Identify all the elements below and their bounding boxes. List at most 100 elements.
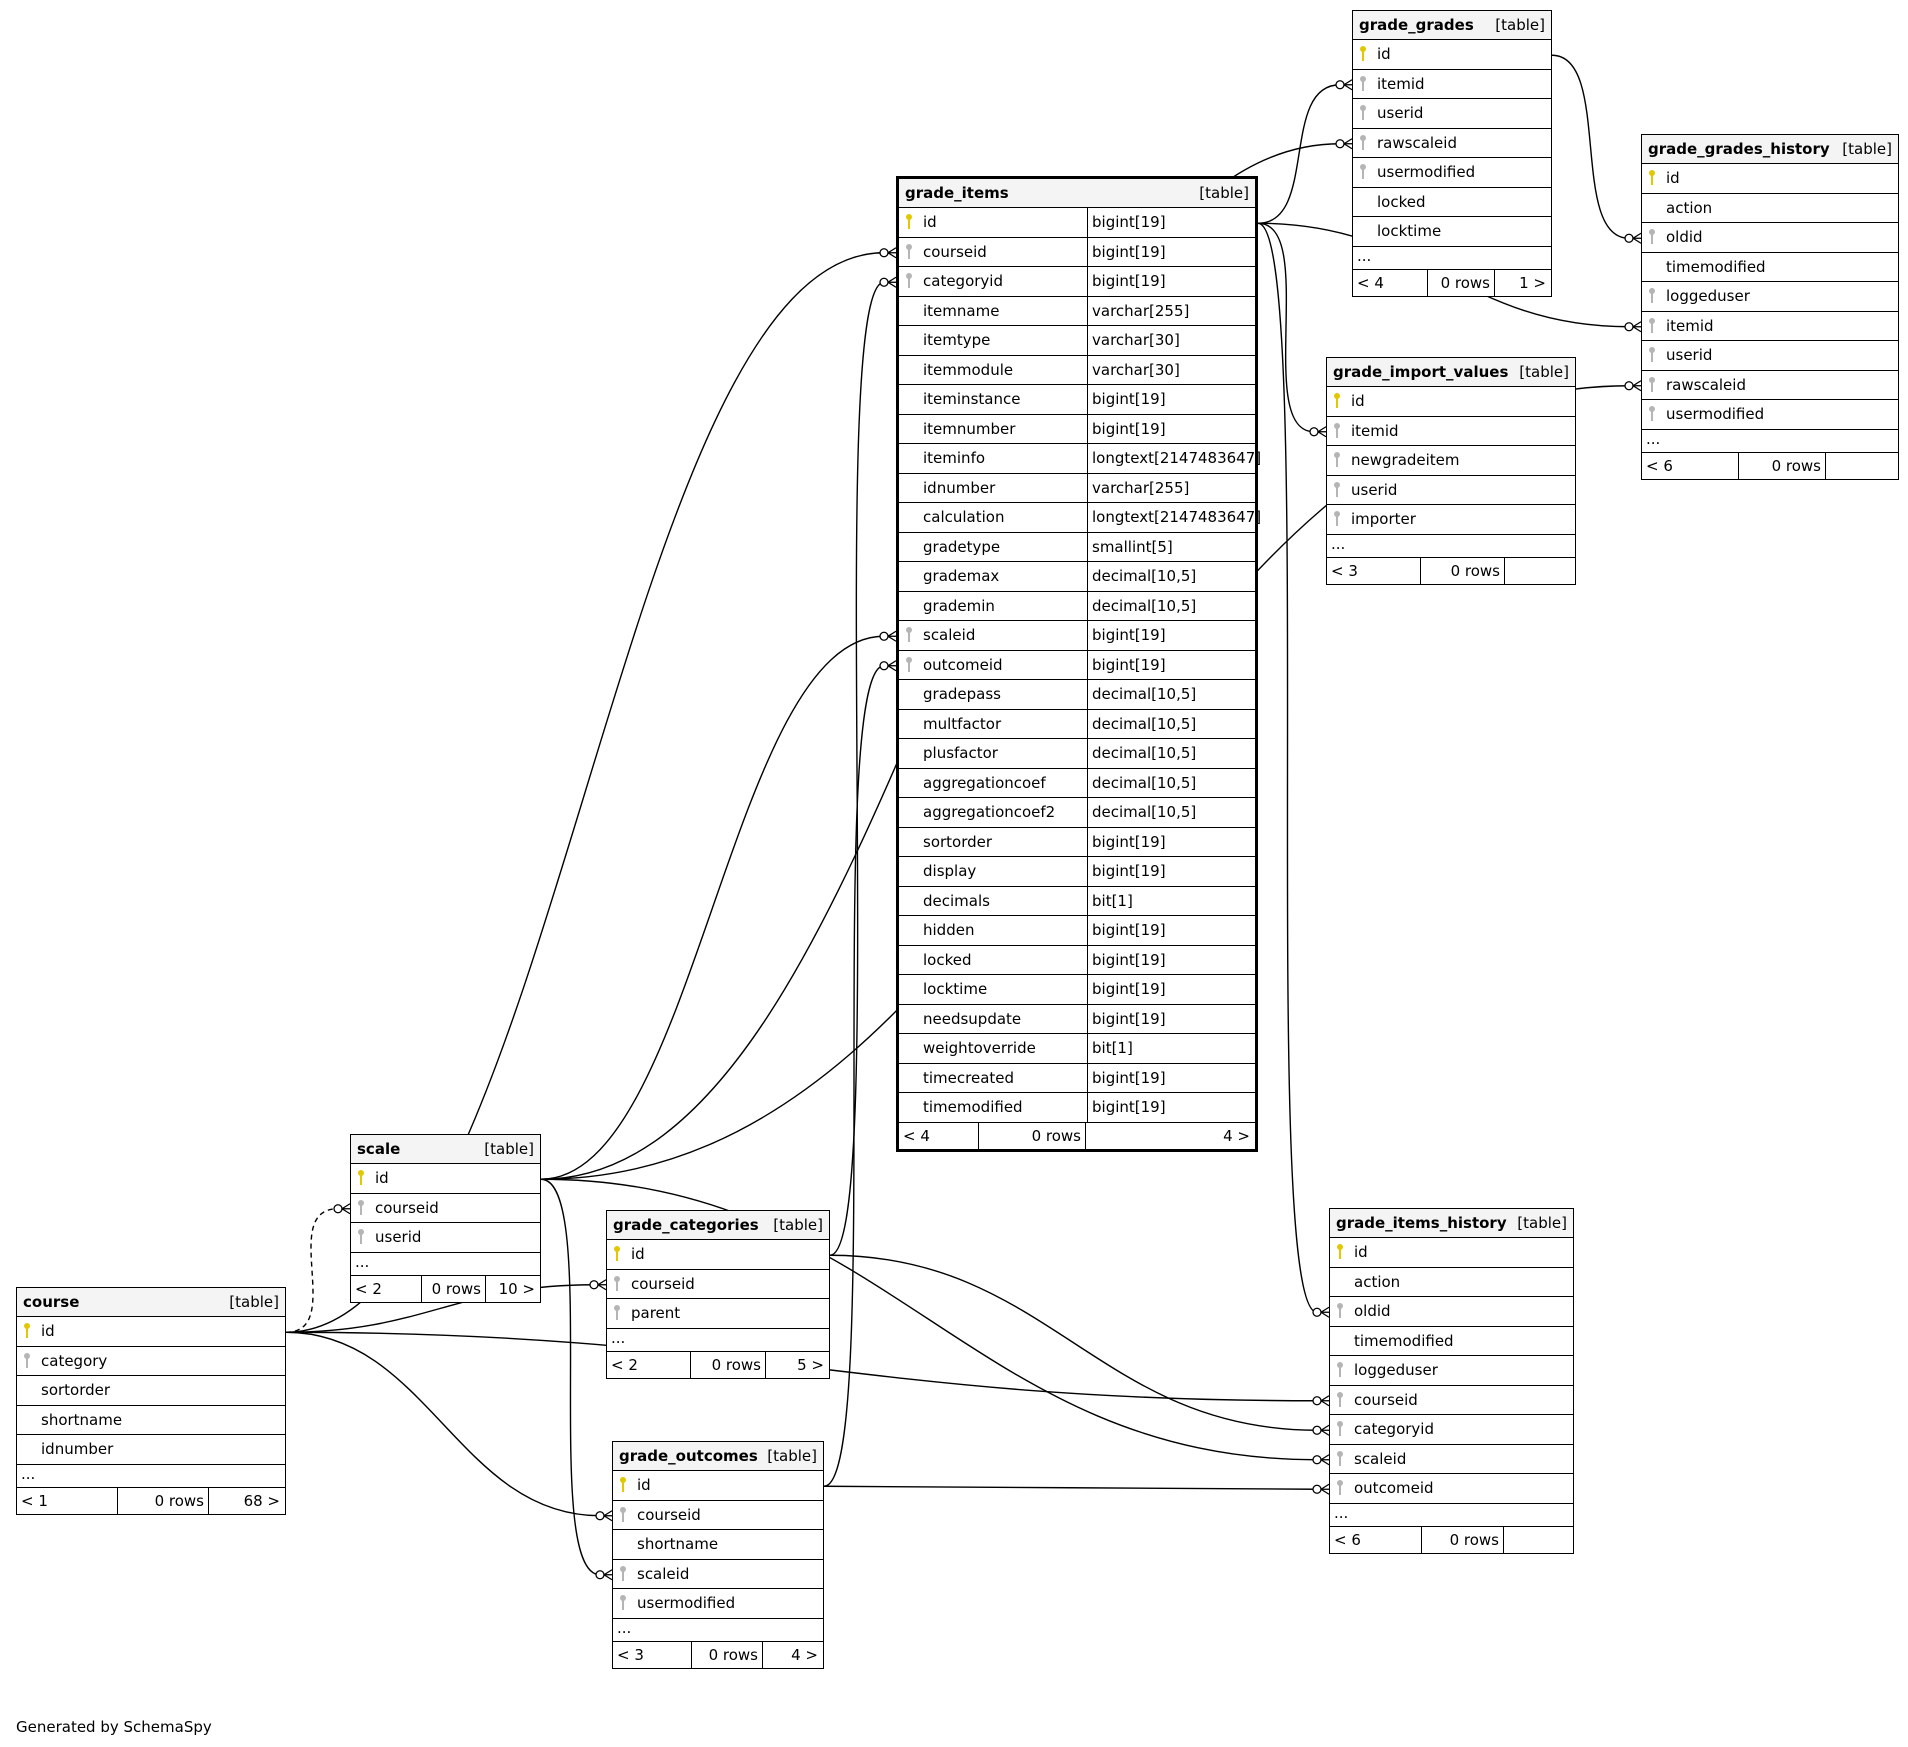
parents-count[interactable]: < 2 [351,1275,422,1302]
children-count[interactable]: 4 > [1223,1126,1250,1145]
parents-count[interactable]: < 6 [1330,1526,1422,1553]
column-row-oldid[interactable]: oldid [1642,223,1898,253]
column-row-itemid[interactable]: itemid [1642,312,1898,341]
table-name[interactable]: grade_categories [613,1216,759,1234]
children-count[interactable]: 68 > [243,1491,280,1510]
column-row-outcomeid[interactable]: outcomeid [1330,1474,1573,1504]
column-row-importer[interactable]: importer [1327,505,1575,535]
column-row-shortname[interactable]: shortname [613,1530,823,1560]
column-row-parent[interactable]: parent [607,1299,829,1329]
column-row-scaleid[interactable]: scaleid [613,1560,823,1589]
column-row-idnumber[interactable]: idnumber [17,1435,285,1465]
column-row-itemid[interactable]: itemid [1327,417,1575,446]
children-count[interactable]: 5 > [797,1355,824,1374]
column-row-locktime[interactable]: locktime [1353,217,1551,247]
column-row-scaleid[interactable]: scaleid [1330,1445,1573,1474]
parents-count[interactable]: < 4 [1353,269,1428,296]
children-count[interactable]: 1 > [1519,273,1546,292]
table-name[interactable]: grade_outcomes [619,1447,758,1465]
column-row-courseid[interactable]: courseid [1330,1386,1573,1415]
column-row-loggeduser[interactable]: loggeduser [1642,282,1898,312]
column-row-id[interactable]: id [1327,387,1575,417]
column-row-usermodified[interactable]: usermodified [1353,158,1551,188]
column-row-usermodified[interactable]: usermodified [1642,400,1898,430]
column-row-categoryid[interactable]: categoryid [1330,1415,1573,1445]
column-row-oldid[interactable]: oldid [1330,1297,1573,1327]
column-row-rawscaleid[interactable]: rawscaleid [1642,371,1898,400]
parents-count[interactable]: < 4 [899,1122,979,1149]
children-count[interactable]: 4 > [791,1645,818,1664]
children-count[interactable] [1504,1527,1572,1553]
table-name[interactable]: course [23,1293,80,1311]
column-row-courseid[interactable]: courseid [351,1194,540,1223]
table-name[interactable]: grade_import_values [1333,363,1509,381]
column-row-userid[interactable]: userid [1327,476,1575,505]
children-count[interactable] [1826,453,1897,479]
column-row-locked[interactable]: locked [1353,188,1551,217]
column-row-courseid[interactable]: courseid [607,1270,829,1299]
parents-count[interactable]: < 6 [1642,452,1739,479]
column-row-shortname[interactable]: shortname [17,1406,285,1435]
column-row-courseid[interactable]: courseid [613,1501,823,1530]
column-row-timemodified[interactable]: timemodified [1642,253,1898,282]
table-name[interactable]: scale [357,1140,401,1158]
table-name[interactable]: grade_grades_history [1648,140,1830,158]
column-row-sortorder[interactable]: sortorder [17,1376,285,1406]
table-name[interactable]: grade_grades [1359,16,1474,34]
column-row-id[interactable]: id [1642,164,1898,194]
table-name[interactable]: grade_items_history [1336,1214,1507,1232]
column-row-rawscaleid[interactable]: rawscaleid [1353,129,1551,158]
children-count[interactable]: 10 > [498,1279,535,1298]
column-row-action[interactable]: action [1642,194,1898,223]
column-row-id[interactable]: id [1353,40,1551,70]
column-row-action[interactable]: action [1330,1268,1573,1297]
parents-count[interactable]: < 2 [607,1351,691,1378]
column-row-id[interactable]: id [17,1317,285,1347]
column-row-userid[interactable]: userid [1353,99,1551,129]
column-row-usermodified[interactable]: usermodified [613,1589,823,1619]
column-row-itemid[interactable]: itemid [1353,70,1551,99]
table-name[interactable]: grade_items [905,184,1009,202]
column-row-userid[interactable]: userid [1642,341,1898,371]
column-row-newgradeitem[interactable]: newgradeitem [1327,446,1575,476]
column-row-id[interactable]: id [607,1240,829,1270]
column-row-id[interactable]: id [1330,1238,1573,1268]
parents-count[interactable]: < 3 [1327,557,1421,584]
column-row-id[interactable]: id [351,1164,540,1194]
parents-count[interactable]: < 3 [613,1641,692,1668]
column-row-userid[interactable]: userid [351,1223,540,1253]
